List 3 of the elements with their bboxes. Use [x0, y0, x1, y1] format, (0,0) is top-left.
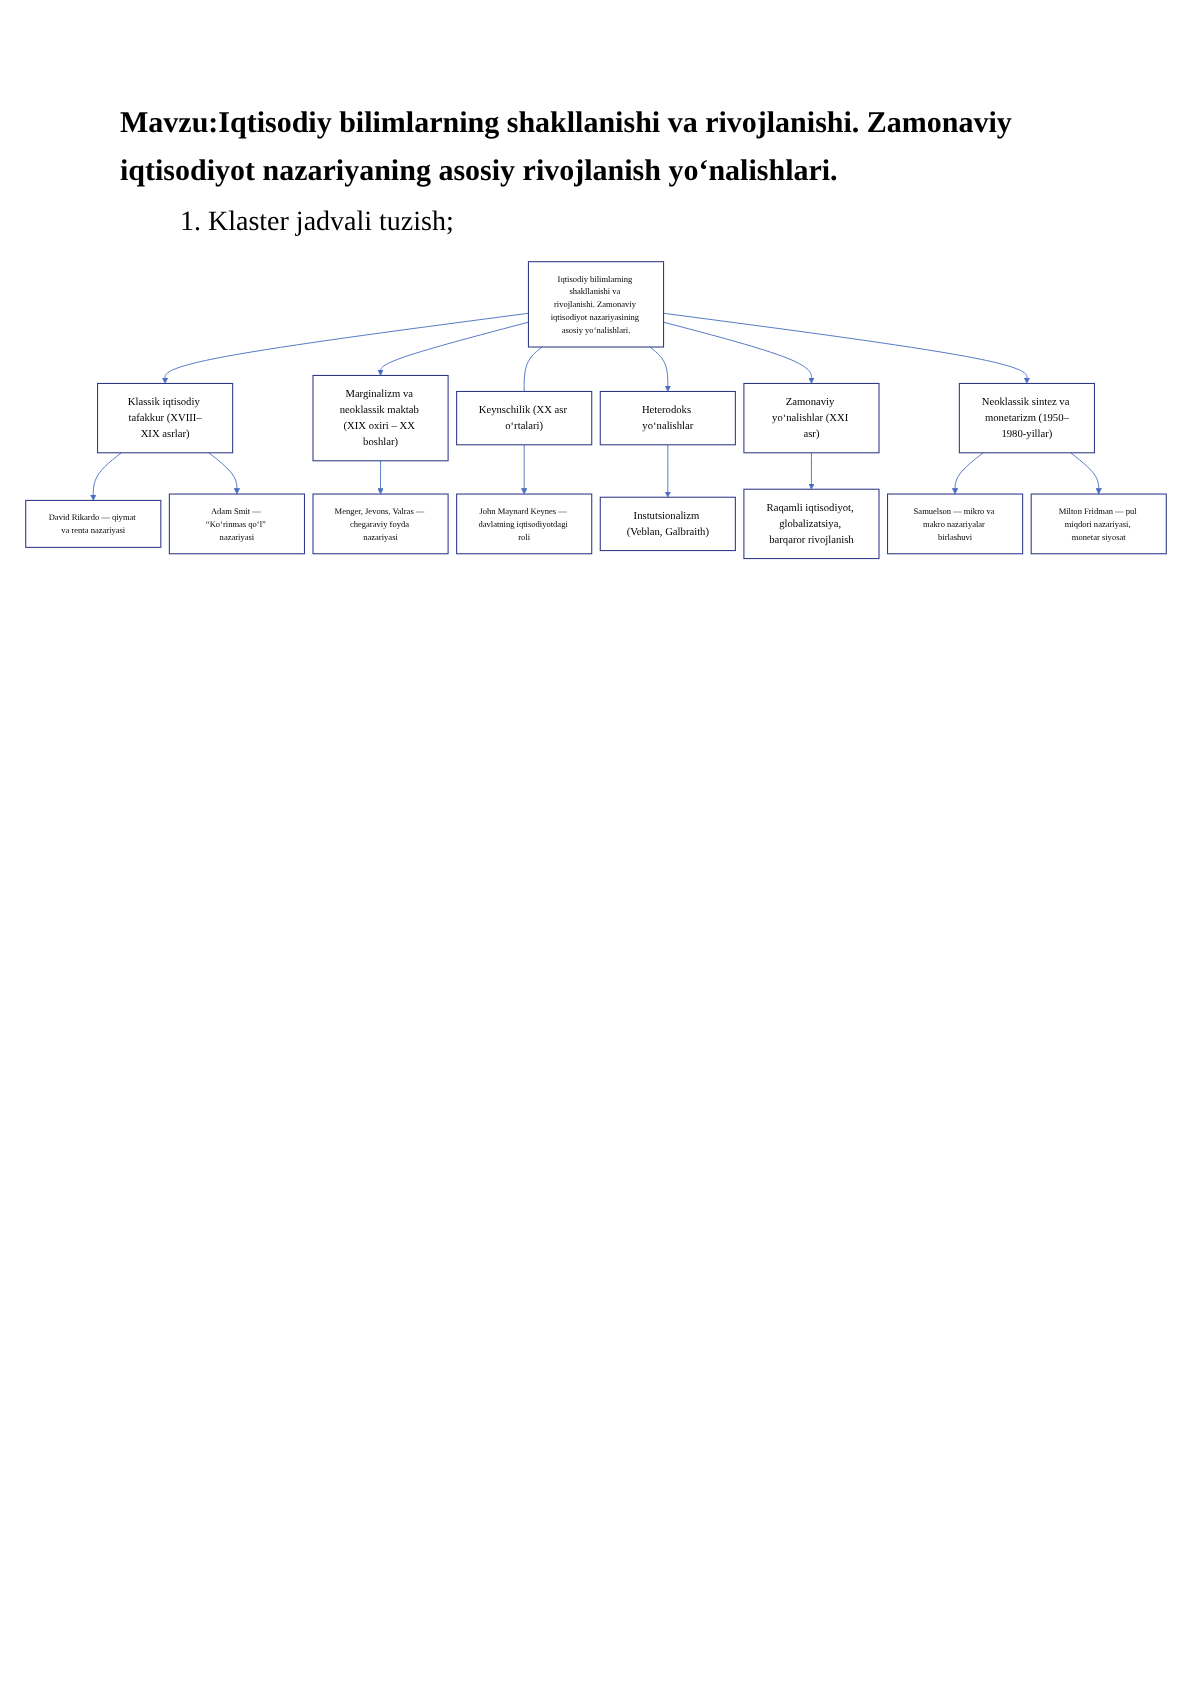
title: Mavzu:Iqtisodiy bilimlarning shakllanishi va rivojlanishi. Zamonaviy iqtisodiyot nazariyaning asosiy rivojlanish yo‘nalishlari. — [120, 106, 1014, 192]
connector — [523, 346, 543, 392]
note-text: 1. Klaster jadvali tuzish; — [180, 208, 456, 240]
